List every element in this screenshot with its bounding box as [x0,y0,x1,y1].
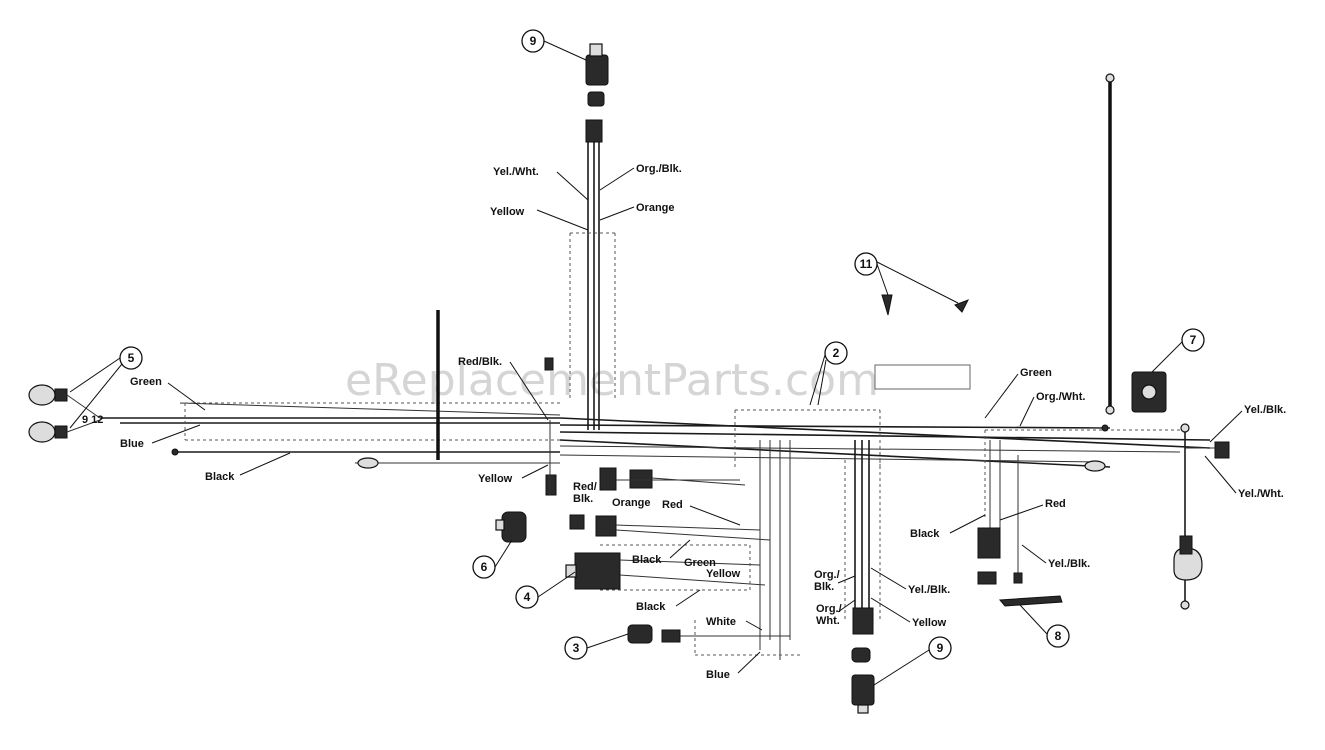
label-black-low: Black [632,554,662,566]
label-yel-blk-bottom: Yel./Blk. [908,584,950,596]
callout-3: 3 [564,633,629,660]
label-black-bottom: Black [636,601,666,613]
svg-text:6: 6 [481,560,488,574]
callout-9-bottom: 9 [873,636,952,686]
headlight-bulbs [28,384,379,469]
label-yellow-top: Yellow [490,206,525,218]
svg-text:5: 5 [128,351,135,365]
svg-text:11: 11 [860,257,873,271]
svg-text:9: 9 [937,641,944,655]
label-org-blk-bottom: Org./Blk. [814,569,840,593]
right-components [874,294,1230,610]
watermark: eReplacementParts.com [345,355,879,406]
label-yel-wht-top: Yel./Wht. [493,166,539,178]
callout-5: 5 [69,346,143,429]
svg-text:8: 8 [1055,629,1062,643]
label-yellow-bottom: Yellow [912,617,947,629]
label-yel-blk-right-low: Yel./Blk. [1048,558,1090,570]
label-yel-wht-right: Yel./Wht. [1238,488,1284,500]
label-orange-top: Orange [636,202,675,214]
svg-text:4: 4 [524,590,531,604]
svg-text:3: 3 [573,641,580,655]
label-yel-blk-right: Yel./Blk. [1244,404,1286,416]
label-yellow-mid: Yellow [478,473,513,485]
callout-9-top: 9 [521,29,587,61]
label-org-blk-top: Org./Blk. [636,163,682,175]
label-red-low: Red [662,499,683,511]
vertical-harness-bottom [844,440,881,714]
label-white-bottom: White [706,616,736,628]
callout-2: 2 [809,341,848,406]
label-blue-left: Blue [120,438,144,450]
label-red-right: Red [1045,498,1066,510]
svg-text:2: 2 [833,346,840,360]
label-green-low: Green [684,557,716,569]
callout-8: 8 [1019,604,1070,648]
main-harness [120,73,1211,520]
label-black-left: Black [205,471,235,483]
label-blue-bottom: Blue [706,669,730,681]
label-green-left: Green [130,376,162,388]
vertical-harness-top [569,43,616,430]
label-black-right: Black [910,528,940,540]
lower-components [495,357,800,660]
callout-6: 6 [472,539,513,579]
svg-text:9: 9 [530,34,537,48]
label-yellow-low: Yellow [706,568,741,580]
callout-7: 7 [1151,328,1205,373]
label-orange-low: Orange [612,497,651,509]
label-size: 9 12 [82,414,103,426]
label-green-right: Green [1020,367,1052,379]
label-red-blk-low: Red/Blk. [573,481,597,505]
label-org-wht-right: Org./Wht. [1036,391,1086,403]
callout-4: 4 [515,571,576,609]
label-red-blk-mid: Red/Blk. [458,356,502,368]
callout-11: 11 [854,252,959,304]
svg-text:7: 7 [1190,333,1197,347]
wire-labels: Green 9 12 Blue Black Yel./Wht. Org./Blk… [82,163,1286,681]
label-org-wht-bottom: Org./Wht. [816,603,842,627]
callouts: 9 11 2 7 5 6 [69,29,1205,686]
